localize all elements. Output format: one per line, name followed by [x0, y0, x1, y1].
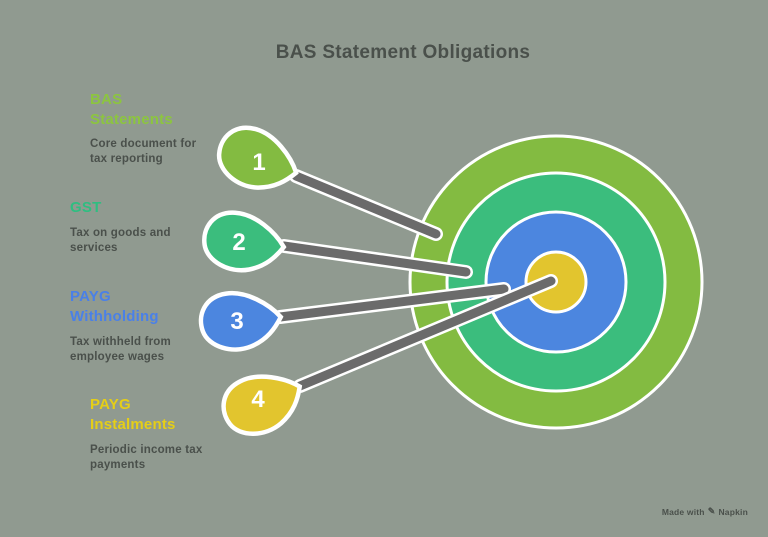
pin-number-2: 2 [232, 229, 246, 256]
watermark: Made with ✎ Napkin [662, 506, 748, 517]
pin-number-4: 4 [251, 386, 265, 413]
item-description-bas-statements: Core document for tax reporting [90, 138, 197, 165]
pin-shape-2 [202, 210, 287, 273]
connector-line-3 [275, 284, 509, 322]
item-description-payg-withholding: Tax withheld from employee wages [70, 336, 171, 363]
item-description-payg-instalments: Periodic income tax payments [90, 444, 203, 471]
watermark-brand: Napkin [718, 506, 748, 517]
pen-icon: ✎ [707, 506, 716, 516]
page-title: BAS Statement Obligations [275, 42, 531, 63]
watermark-label: Made with [661, 506, 705, 517]
item-heading-payg-withholding: PAYG Withholding [70, 288, 159, 325]
pin-shape-4 [221, 374, 303, 436]
pin-shape-3 [198, 290, 284, 352]
item-heading-payg-instalments: PAYG Instalments [90, 396, 176, 433]
item-description-gst: Tax on goods and services [70, 227, 171, 254]
connector-line-4 [295, 276, 556, 391]
pin-shape-1 [216, 125, 299, 190]
pin-number-3: 3 [230, 308, 244, 335]
pin-number-1: 1 [252, 149, 266, 176]
connector-line-1 [291, 171, 441, 239]
item-heading-bas-statements: BAS Statements [90, 91, 173, 128]
connector-line-2 [279, 241, 471, 277]
item-heading-gst: GST [70, 199, 102, 216]
